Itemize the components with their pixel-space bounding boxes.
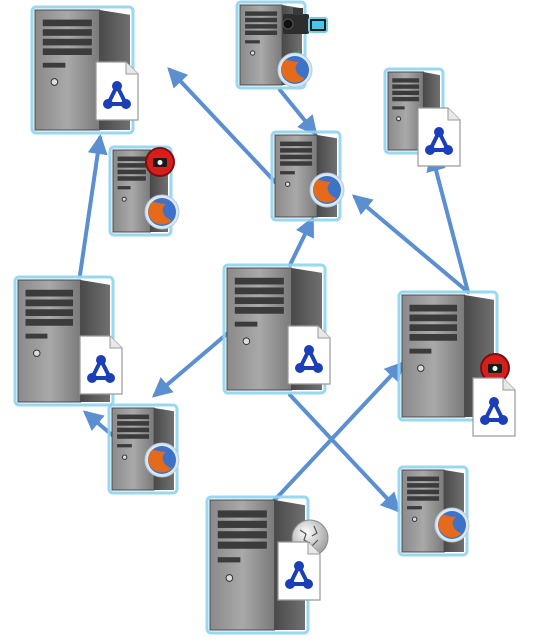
- server-tower-icon: [13, 275, 115, 407]
- share-doc-icon: [79, 335, 123, 395]
- firefox-icon: [309, 172, 345, 208]
- edge-server-right-to-server-top-right: [426, 151, 470, 294]
- record-icon: [480, 353, 510, 383]
- server-bottom: [205, 495, 329, 635]
- server-top-left: [30, 5, 139, 135]
- server-tower-icon: [397, 290, 499, 422]
- record-icon: [145, 147, 175, 177]
- server-right: [397, 290, 516, 437]
- server-small-left: [108, 145, 180, 237]
- firefox-icon: [277, 52, 313, 88]
- edge-server-mid-left-to-server-top-left: [78, 134, 108, 277]
- edge-server-center-top-to-server-top-left: [167, 67, 280, 187]
- server-center-top: [270, 130, 345, 222]
- edge-server-center-to-server-lower-right: [288, 393, 401, 513]
- server-top-mid: [235, 0, 328, 90]
- share-doc-icon: [417, 107, 461, 167]
- server-top-right: [383, 67, 461, 167]
- share-doc-icon: [287, 325, 331, 385]
- share-doc-icon: [472, 377, 516, 437]
- edge-server-center-to-server-center-top: [288, 216, 314, 267]
- video-camera-icon: [282, 8, 328, 34]
- firefox-icon: [434, 507, 470, 543]
- server-tower-icon: [397, 465, 469, 557]
- server-mid-left: [13, 275, 123, 407]
- firefox-icon: [144, 194, 180, 230]
- server-tower-icon: [222, 263, 327, 395]
- edge-server-center-to-server-mid-left: [151, 331, 230, 398]
- edge-server-top-mid-to-server-center-top: [278, 88, 318, 137]
- server-lower-right: [397, 465, 470, 557]
- server-lower-left: [107, 403, 180, 495]
- edges-layer: [78, 67, 470, 513]
- share-doc-icon: [95, 61, 139, 121]
- nodes-layer: [13, 0, 516, 635]
- edge-server-right-to-server-center-top: [351, 194, 470, 294]
- server-center: [222, 263, 331, 395]
- edge-server-bottom-to-server-right: [268, 361, 405, 507]
- share-doc-icon: [277, 541, 321, 601]
- firefox-icon: [144, 442, 180, 478]
